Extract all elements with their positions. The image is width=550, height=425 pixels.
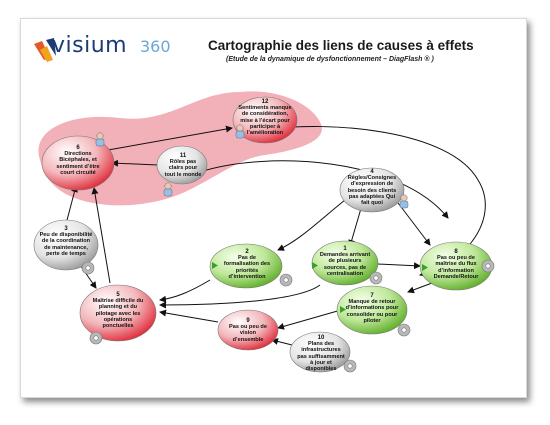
logo-mark-icon: [34, 38, 56, 62]
play-arrow-icon: [422, 264, 428, 271]
node-9: [217, 309, 279, 351]
gear-icon: [481, 259, 495, 273]
edge-6-12: [107, 125, 233, 151]
edge-5-6: [91, 187, 111, 284]
logo-number: 360: [140, 37, 171, 56]
person-icon: [163, 182, 173, 197]
edge-1-5: [159, 284, 321, 309]
play-arrow-icon: [312, 262, 318, 269]
node-6: [41, 135, 115, 191]
gear-icon: [89, 331, 103, 345]
edge-4-2: [277, 199, 346, 251]
node-4: [339, 167, 405, 213]
edge-1-8: [377, 262, 421, 270]
logo-brand: visium: [52, 33, 128, 58]
node-5: [79, 284, 157, 342]
node-3: [33, 219, 99, 271]
node-2: [209, 243, 283, 289]
edge-4-1: [348, 204, 363, 247]
edge-4-8: [391, 194, 431, 246]
edge-3-6: [65, 185, 78, 225]
gear-icon: [397, 323, 411, 337]
gear-icon: [81, 261, 95, 275]
play-arrow-icon: [340, 306, 346, 313]
gear-icon: [279, 273, 293, 287]
edge-7-9: [277, 307, 349, 330]
edge-11-6: [111, 159, 159, 167]
edge-9-5: [159, 309, 219, 323]
gear-icon: [343, 359, 357, 373]
edge-10-9: [271, 338, 293, 346]
node-10: [289, 331, 351, 373]
node-12: [232, 96, 298, 144]
person-icon: [235, 124, 245, 139]
loop-inner: [199, 160, 449, 219]
gear-icon: [369, 271, 383, 285]
page-title: Cartographie des liens de causes à effet…: [208, 38, 474, 53]
edge-2-5: [159, 279, 211, 303]
node-11: [156, 145, 208, 185]
node-7: [336, 285, 408, 335]
person-icon: [399, 194, 409, 209]
person-icon: [95, 132, 105, 147]
play-arrow-icon: [212, 262, 218, 269]
page-subtitle: (Etude de la dynamique de dysfonctionnem…: [226, 56, 434, 63]
